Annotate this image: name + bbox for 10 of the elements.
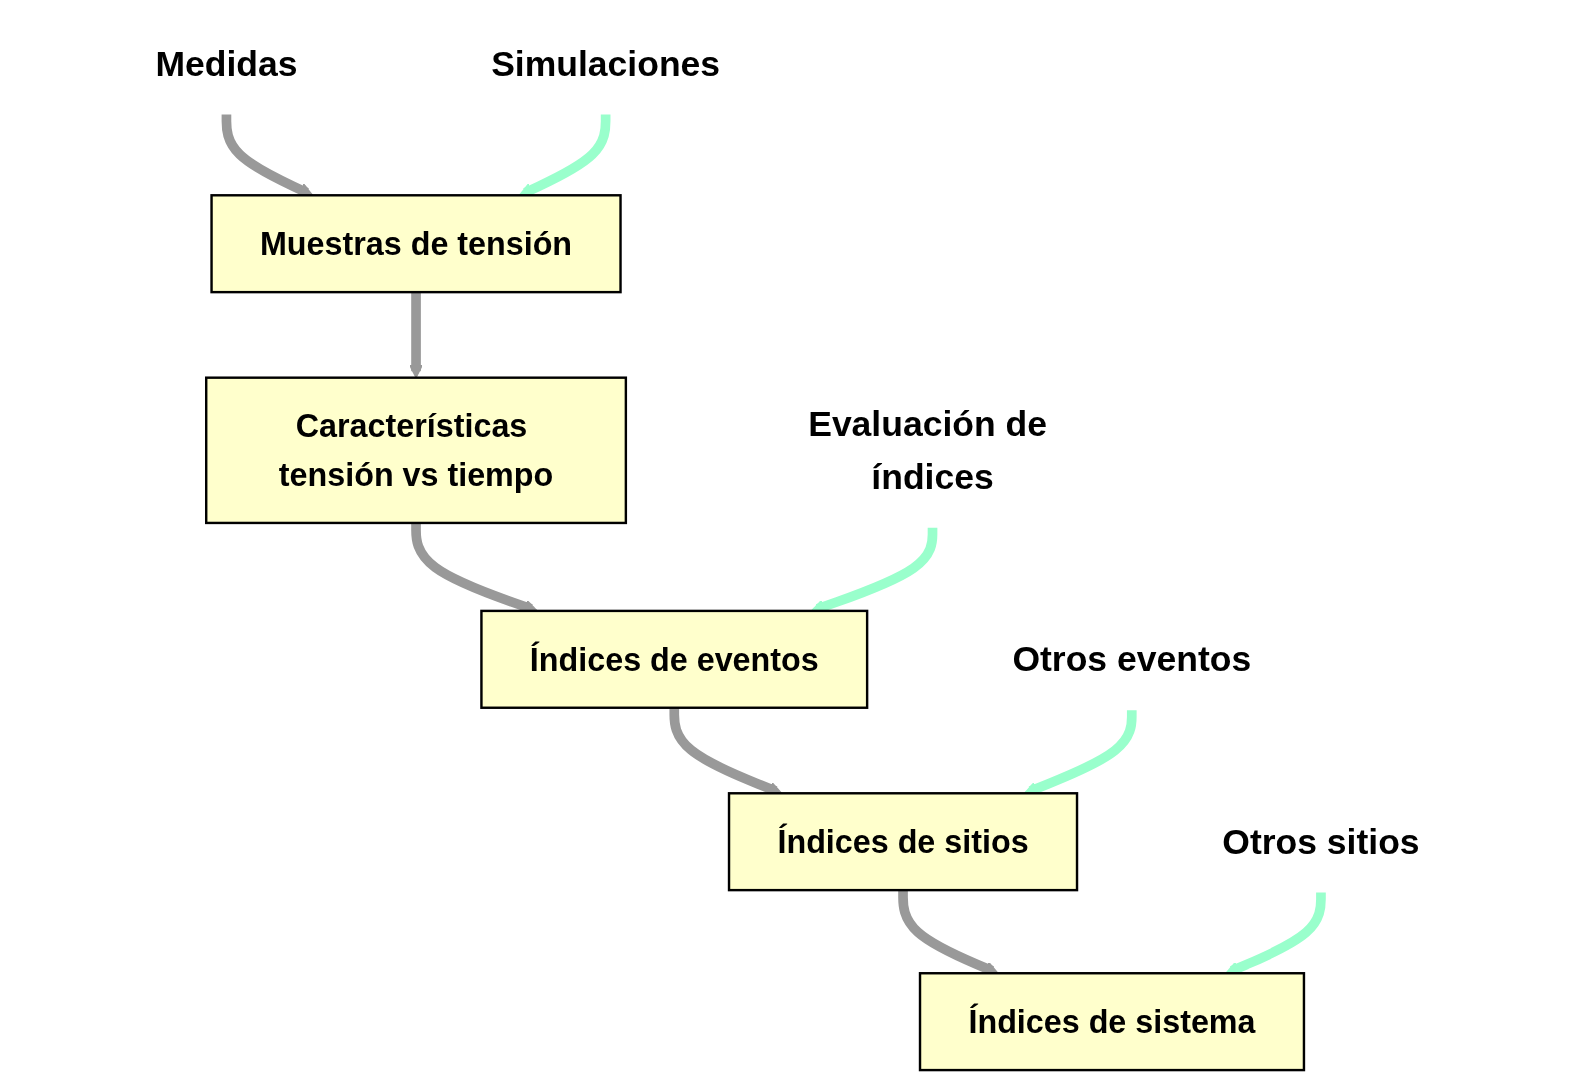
node-box: Muestras de tensión bbox=[210, 194, 622, 294]
node-box: Características tensión vs tiempo bbox=[205, 376, 628, 525]
node-text: Simulaciones bbox=[491, 43, 721, 84]
node-box: Índices de sitios bbox=[727, 792, 1079, 892]
node-text: Otros eventos bbox=[1012, 639, 1252, 680]
node-text: Evaluación de índices bbox=[808, 403, 1047, 498]
node-box: Índices de eventos bbox=[480, 609, 869, 709]
node-text: Medidas bbox=[155, 43, 298, 84]
node-box: Índices de sistema bbox=[918, 972, 1306, 1072]
node-text: Otros sitios bbox=[1222, 821, 1420, 862]
